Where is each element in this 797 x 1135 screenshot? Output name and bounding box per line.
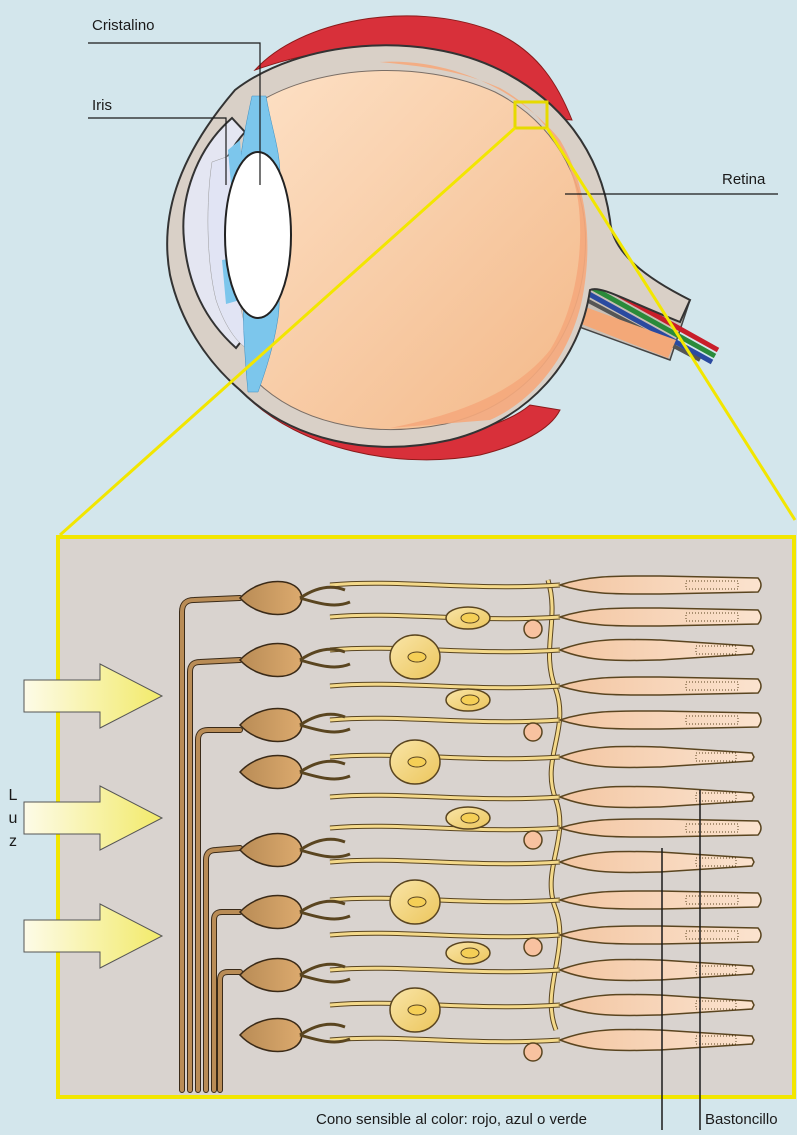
bipolar-nucleus xyxy=(461,948,479,958)
photoreceptor-nucleus xyxy=(524,620,542,638)
photoreceptor-nucleus xyxy=(524,938,542,956)
retina-magnified-panel xyxy=(24,537,794,1130)
bipolar-nucleus xyxy=(408,652,426,662)
bipolar-nucleus xyxy=(408,1005,426,1015)
rod-cell xyxy=(560,711,761,729)
iris-label: Iris xyxy=(92,97,112,115)
cristalino-label: Cristalino xyxy=(92,17,155,35)
bipolar-nucleus xyxy=(461,813,479,823)
photoreceptor-nucleus xyxy=(524,1043,542,1061)
eye-section xyxy=(60,16,795,535)
cone-label: Cono sensible al color: rojo, azul o ver… xyxy=(316,1111,587,1129)
photoreceptor-nucleus xyxy=(524,723,542,741)
bipolar-nucleus xyxy=(408,897,426,907)
rod-cell xyxy=(560,819,761,837)
bipolar-nucleus xyxy=(408,757,426,767)
rod-cell xyxy=(560,576,761,594)
luz-letter: u xyxy=(6,807,20,830)
rod-cell xyxy=(560,891,761,909)
rod-label: Bastoncillo xyxy=(705,1111,778,1129)
retina-label: Retina xyxy=(722,171,765,189)
rod-cell xyxy=(560,926,761,944)
luz-letter: L xyxy=(6,784,20,807)
photoreceptor-nucleus xyxy=(524,831,542,849)
luz-label: L u z xyxy=(6,784,20,853)
crystalline-lens xyxy=(225,152,291,318)
bipolar-nucleus xyxy=(461,613,479,623)
luz-letter: z xyxy=(6,830,20,853)
rod-cell xyxy=(560,677,761,695)
bipolar-nucleus xyxy=(461,695,479,705)
rod-cell xyxy=(560,608,761,626)
